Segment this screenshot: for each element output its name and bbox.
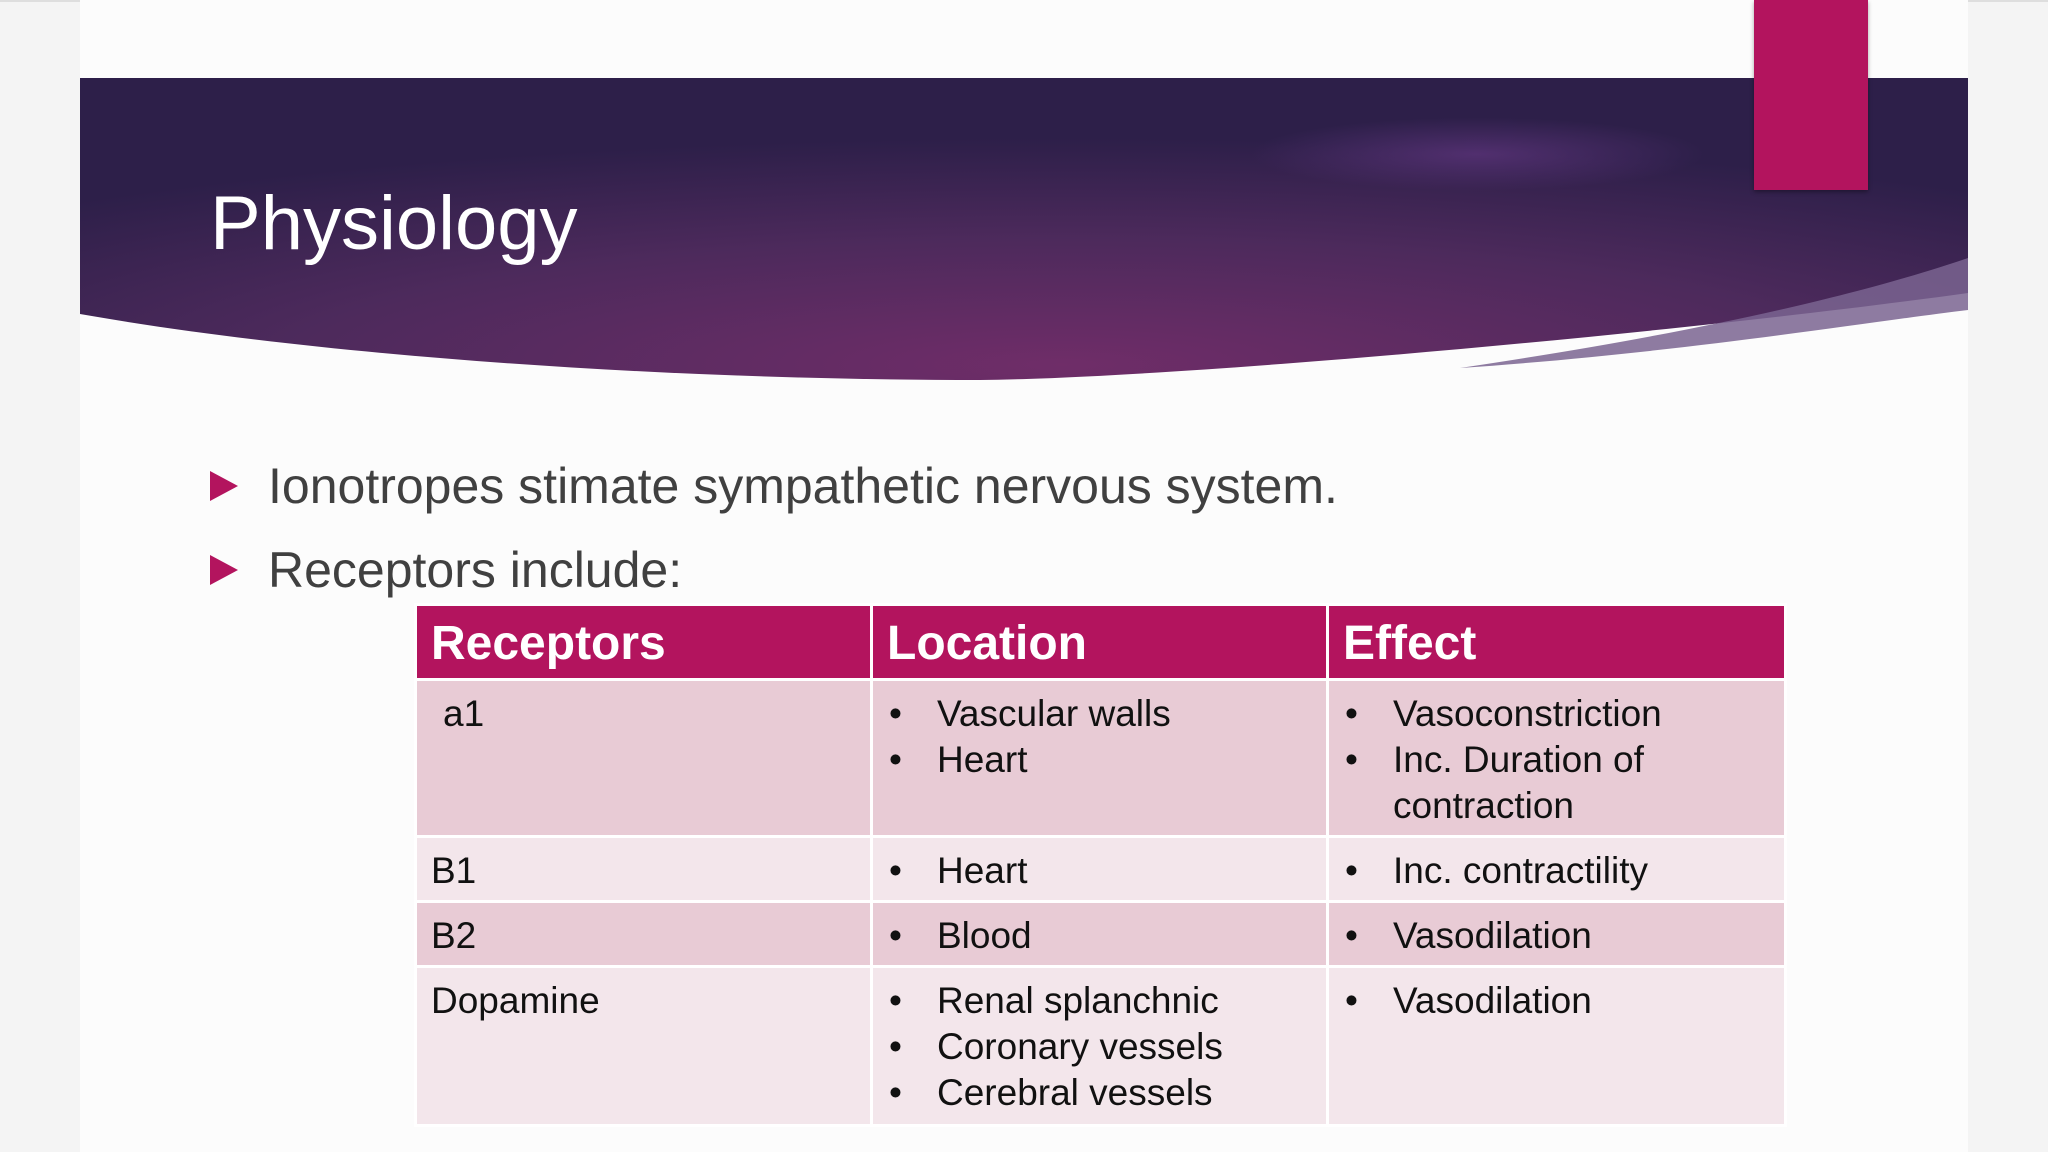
receptor-cell: B1 [414,835,873,903]
slide-title: Physiology [210,181,578,266]
location-cell: Blood [870,900,1329,968]
location-item: Heart [887,848,1312,894]
location-cell: Vascular walls Heart [870,678,1329,838]
triangle-bullet-icon [210,471,238,501]
bullet-text: Ionotropes stimate sympathetic nervous s… [268,458,1338,514]
table-row: B1 Heart Inc. contractility [414,835,1787,903]
triangle-bullet-icon [210,555,238,585]
bullet-item: Receptors include: [210,528,1338,612]
location-item: Renal splanchnic [887,978,1312,1024]
location-item: Vascular walls [887,691,1312,737]
location-item: Coronary vessels [887,1024,1312,1070]
effect-cell: Vasoconstriction Inc. Duration of contra… [1326,678,1787,838]
receptor-cell: B2 [414,900,873,968]
receptor-name: B2 [431,915,477,956]
receptor-name: a1 [443,693,485,734]
effect-item: Vasoconstriction [1343,691,1770,737]
effect-cell: Inc. contractility [1326,835,1787,903]
column-header-receptors: Receptors [414,603,873,681]
table-row: a1 Vascular walls Heart Vasoconstriction… [414,678,1787,838]
table-header-row: Receptors Location Effect [414,603,1787,681]
receptor-table: Receptors Location Effect a1 Vascular wa… [414,603,1787,1127]
effect-cell: Vasodilation [1326,965,1787,1127]
location-cell: Renal splanchnic Coronary vessels Cerebr… [870,965,1329,1127]
location-item: Cerebral vessels [887,1070,1312,1116]
location-item: Blood [887,913,1312,959]
table-row: B2 Blood Vasodilation [414,900,1787,968]
column-header-effect: Effect [1326,603,1787,681]
table-row: Dopamine Renal splanchnic Coronary vesse… [414,965,1787,1127]
bullet-item: Ionotropes stimate sympathetic nervous s… [210,444,1338,528]
receptor-name: B1 [431,850,477,891]
location-cell: Heart [870,835,1329,903]
title-banner [80,78,1968,383]
location-item: Heart [887,737,1312,783]
receptor-name: Dopamine [431,980,600,1021]
bullet-text: Receptors include: [268,542,683,598]
column-header-location: Location [870,603,1329,681]
receptor-cell: a1 [414,678,873,838]
accent-tab [1754,0,1868,190]
receptor-cell: Dopamine [414,965,873,1127]
effect-item: Vasodilation [1343,978,1770,1024]
effect-cell: Vasodilation [1326,900,1787,968]
effect-item: Inc. Duration of contraction [1343,737,1770,829]
bullet-list: Ionotropes stimate sympathetic nervous s… [210,444,1338,612]
effect-item: Vasodilation [1343,913,1770,959]
effect-item: Inc. contractility [1343,848,1770,894]
